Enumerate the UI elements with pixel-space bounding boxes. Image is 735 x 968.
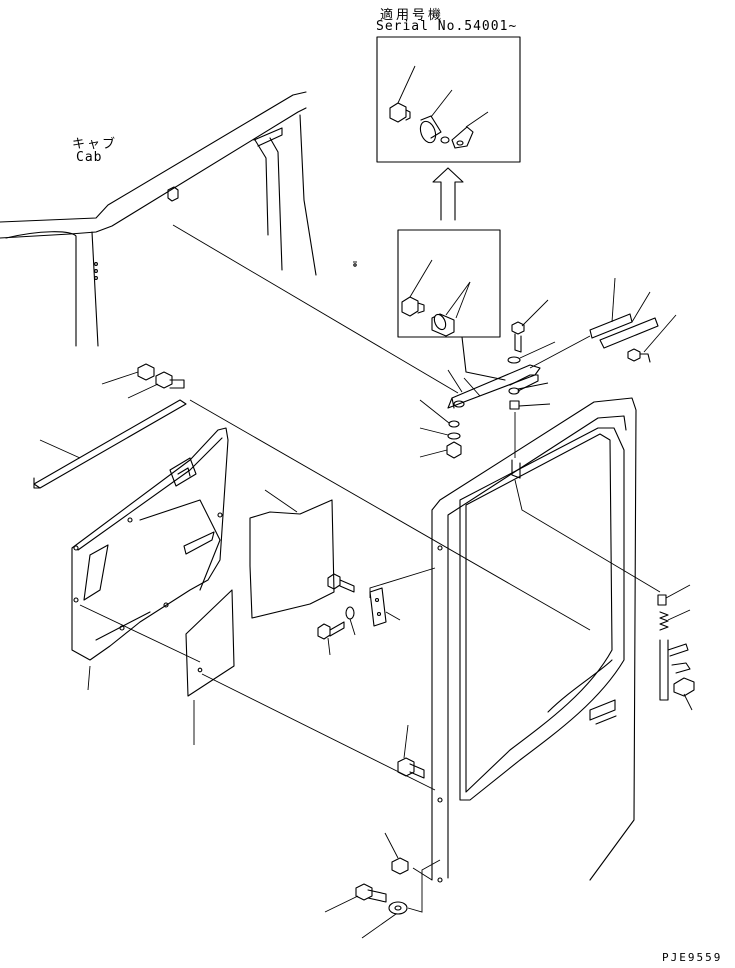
cab-frame <box>0 91 357 347</box>
hinge-pin-parts <box>657 584 695 711</box>
door-hinge-part <box>317 567 436 656</box>
serial-number-label: Serial No.54001~ <box>376 19 518 34</box>
lead-lines <box>455 281 471 319</box>
serial-inset-box <box>376 36 521 163</box>
upward-arrow <box>432 167 464 221</box>
door-frame <box>431 397 637 883</box>
window-glass <box>249 489 335 619</box>
applicable-machine-label: 適用号機 <box>380 8 445 23</box>
arm-hardware <box>419 299 556 459</box>
cover-sheet <box>185 589 436 791</box>
connection-line <box>172 224 459 394</box>
latch-bracket <box>529 277 677 369</box>
hinge-top <box>511 412 661 593</box>
door-strap <box>33 399 591 631</box>
cab-label-jp: キャブ <box>72 137 118 152</box>
door-stay-arm <box>447 364 541 409</box>
door-bottom-hardware <box>324 724 441 939</box>
strap-bolt <box>101 363 185 399</box>
cab-label-en: Cab <box>76 150 103 165</box>
standard-inset-box <box>397 229 506 381</box>
drawing-code: PJE9559 <box>662 951 723 964</box>
door-trim-panel <box>71 427 229 691</box>
